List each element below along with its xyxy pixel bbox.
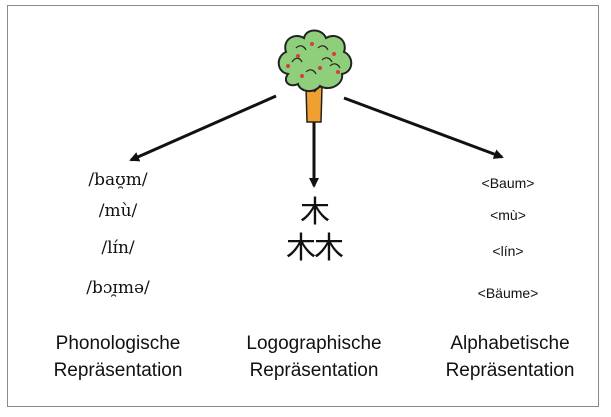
caption-phonological-line2: Repräsentation [53,359,183,381]
logographic-item-single-tree: 木 [300,195,330,230]
phonological-item-lin: /lɪ́n/ [101,238,135,258]
caption-phonological: Phonologische Repräsentation [54,331,183,385]
phonological-item-baeume: /bɔɪ̯mə/ [86,278,150,298]
caption-alphabetic: Alphabetische Repräsentation [446,331,575,385]
alphabetic-item-baum: <Baum> [481,175,535,191]
caption-phonological-line1: Phonologische [55,333,181,354]
arrow-to-phonological [129,94,277,162]
caption-logographic: Logographische Repräsentation [246,331,381,385]
phonological-item-baum: /baʊ̯m/ [88,170,148,190]
alphabetic-item-lin: <lín> [492,243,524,259]
alphabetic-item-mu: <mù> [490,207,526,223]
caption-logographic-line2: Repräsentation [249,359,379,381]
alphabetic-item-baeume: <Bäume> [477,285,539,301]
caption-alphabetic-line1: Alphabetische [450,333,570,354]
logographic-item-double-tree: 木木 [286,231,344,266]
caption-alphabetic-line2: Repräsentation [445,359,575,381]
phonological-item-mu: /mù/ [98,201,138,221]
arrow-to-alphabetic [343,96,504,159]
tree-icon [277,29,353,123]
caption-logographic-line1: Logographische [246,333,382,354]
